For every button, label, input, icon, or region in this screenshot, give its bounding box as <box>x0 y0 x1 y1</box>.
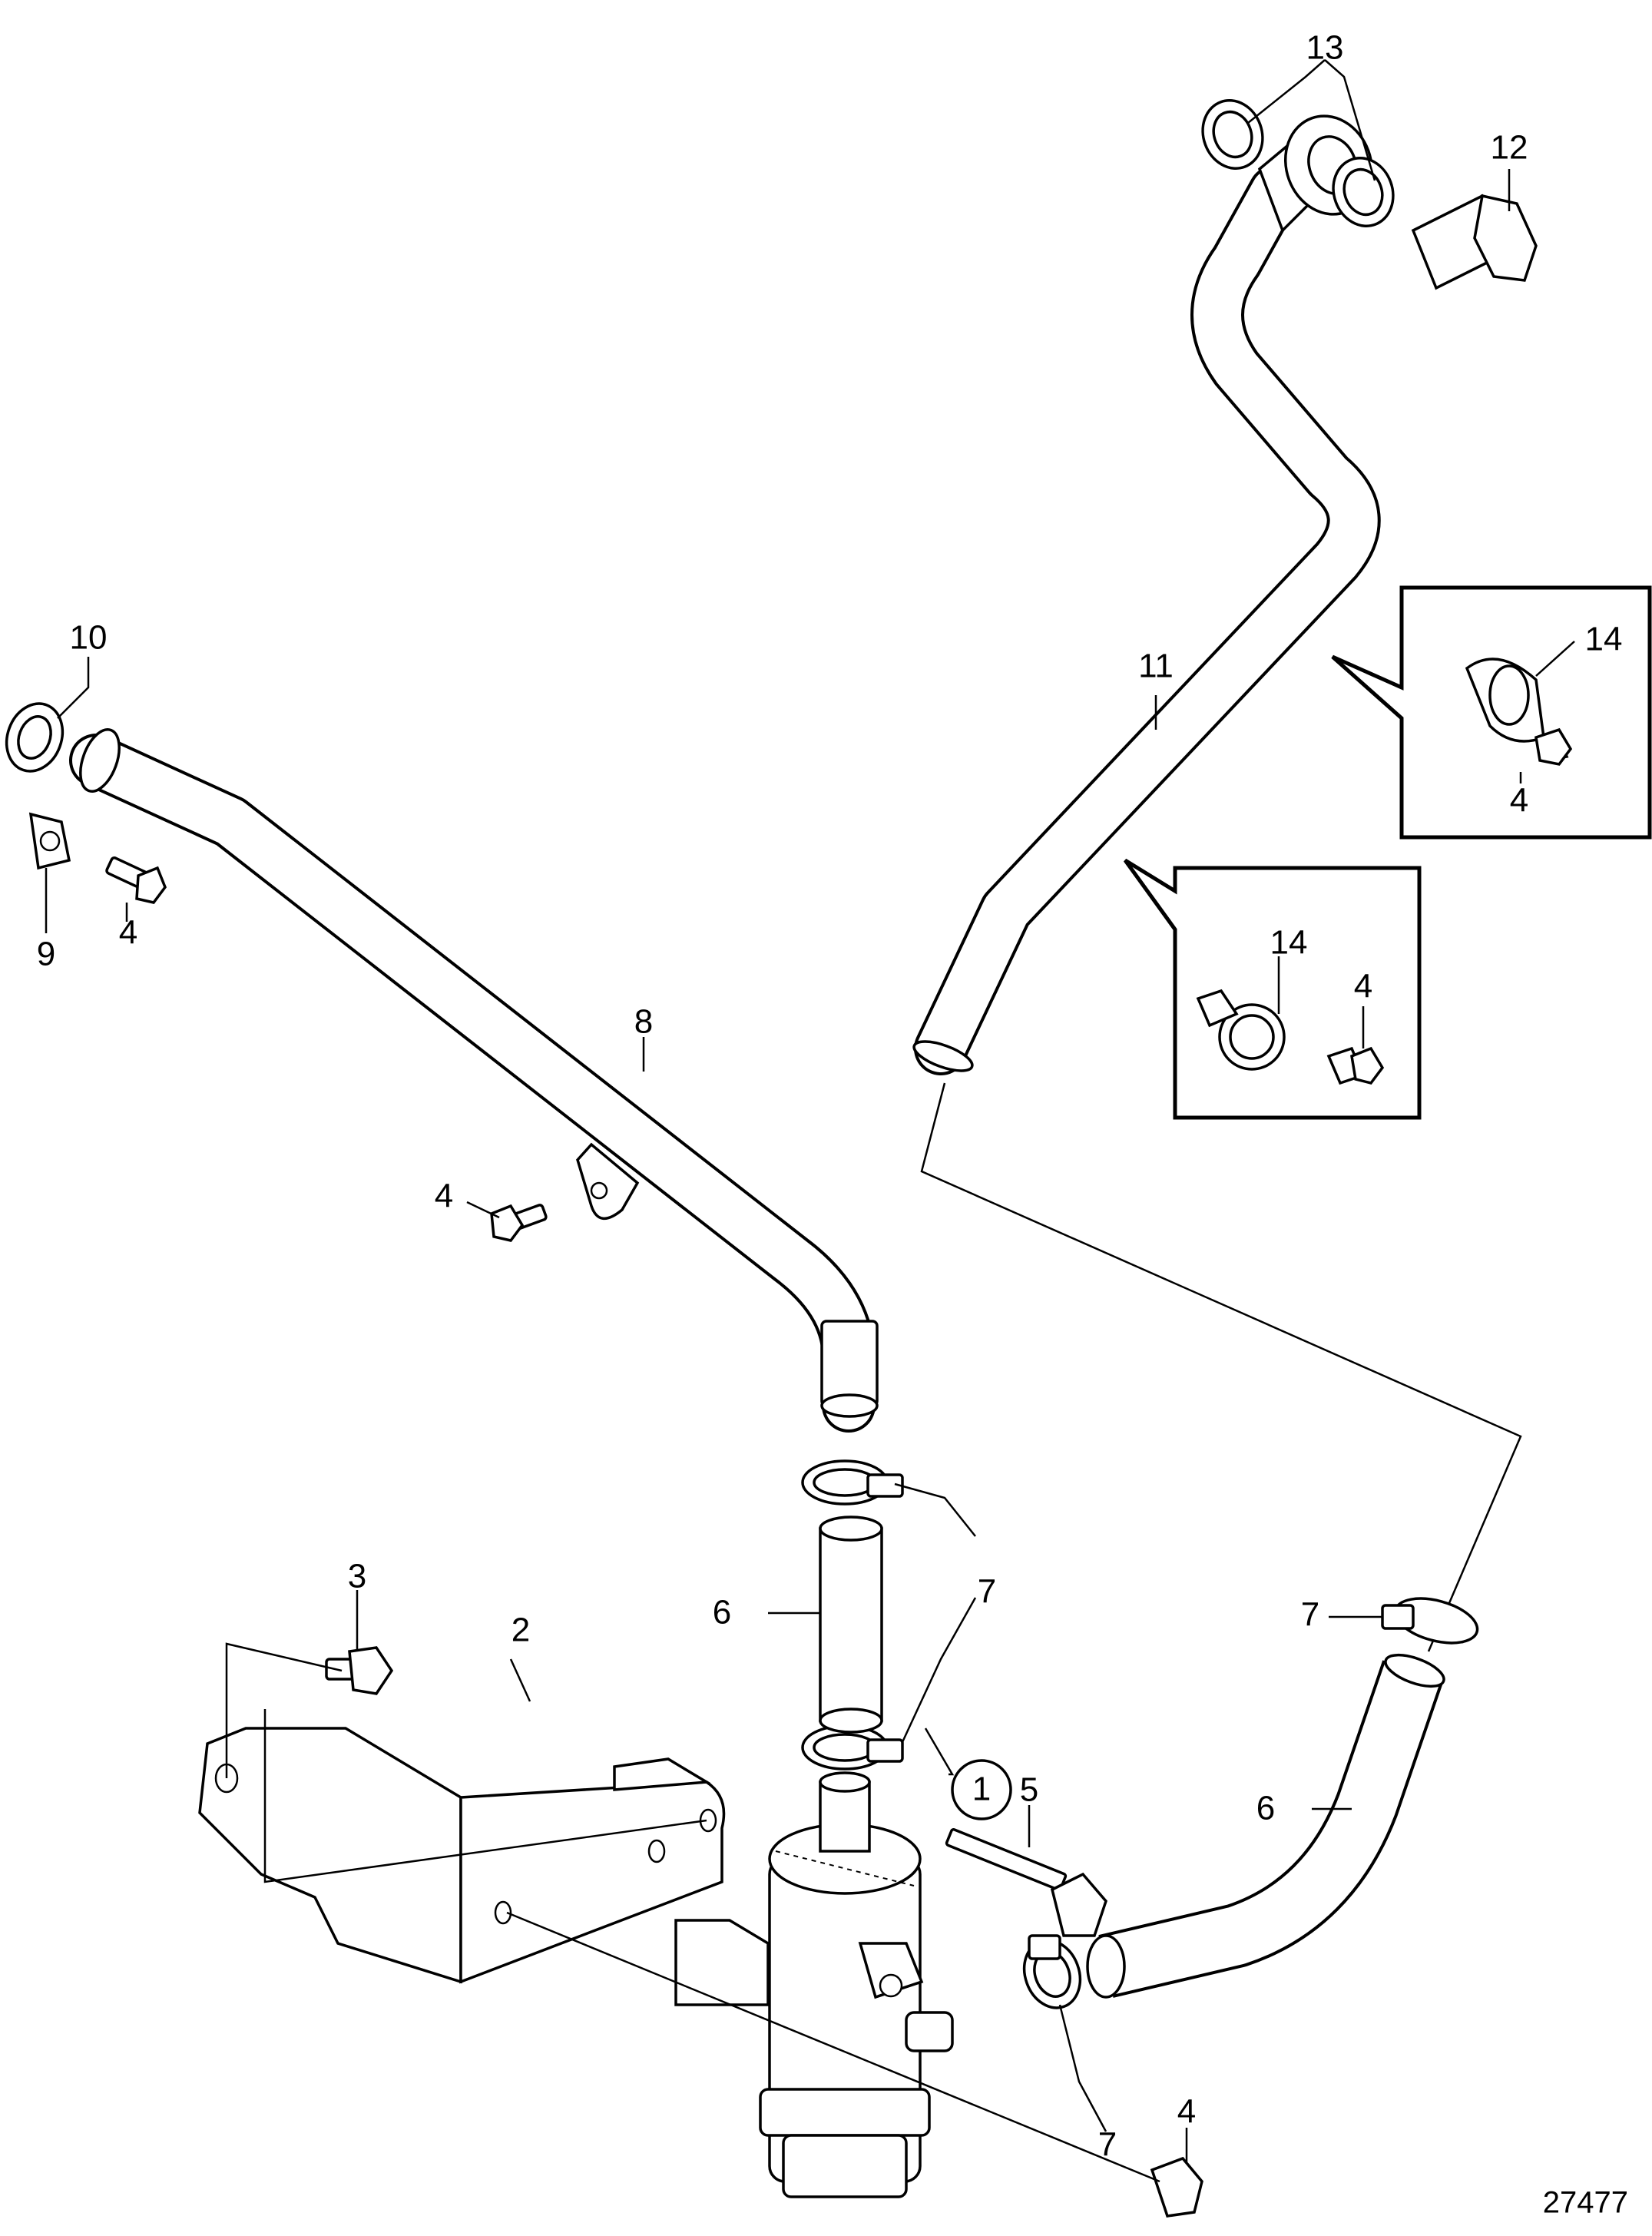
callout-11: 11 <box>1138 648 1174 685</box>
callout-14-inset-top: 14 <box>1585 621 1623 658</box>
callout-3: 3 <box>348 1558 366 1595</box>
callout-10: 10 <box>70 619 108 657</box>
callout-2: 2 <box>511 1612 530 1649</box>
callout-12: 12 <box>1491 129 1528 167</box>
seal-ring-13-right <box>1332 157 1395 227</box>
connection-line-11-6 <box>920 1082 1522 1652</box>
callout-13: 13 <box>1306 29 1344 67</box>
inset-box-bottom <box>1123 858 1422 1120</box>
main-unit-1 <box>674 1771 954 2198</box>
callout-6-right: 6 <box>1256 1790 1275 1827</box>
bolt-4-bottom <box>1150 2156 1203 2218</box>
callout-4-inset-bottom: 4 <box>1354 968 1372 1005</box>
bolt-4-inset-top <box>1534 727 1573 766</box>
pipe-8 <box>69 728 879 1433</box>
bolt-4-upper-left <box>105 856 167 904</box>
bolt-4-mid <box>490 1204 548 1242</box>
callout-1: 1 <box>972 1771 991 1808</box>
hose-clamp-7-mid <box>801 1724 904 1771</box>
callout-8: 8 <box>634 1003 653 1041</box>
figure-number: 27477 <box>1543 2186 1628 2220</box>
pipe-11 <box>912 165 1381 1075</box>
callout-9: 9 <box>37 936 55 973</box>
callout-5: 5 <box>1020 1771 1038 1809</box>
leader-lines <box>45 59 1575 2183</box>
hose-6-curved <box>1086 1653 1445 1999</box>
callout-7-bottom: 7 <box>1098 2126 1117 2164</box>
inset-box-top <box>1331 585 1652 840</box>
callout-4-mid: 4 <box>435 1178 453 1215</box>
callout-7-right: 7 <box>1301 1596 1319 1634</box>
callout-4-bottom: 4 <box>1177 2093 1196 2131</box>
seal-ring-13-left <box>1201 99 1264 170</box>
callout-4-upper-left: 4 <box>119 914 137 952</box>
banjo-bolt-12 <box>1411 194 1538 290</box>
hose-clamp-7-top <box>801 1459 904 1506</box>
callout-6-left: 6 <box>713 1594 731 1631</box>
clip-9 <box>28 812 71 870</box>
callout-circle-1 <box>951 1759 1012 1820</box>
bolt-4-inset-bottom <box>1350 1046 1385 1085</box>
hose-clamp-7-bottom <box>1022 1934 1082 2009</box>
hose-6-straight <box>819 1516 883 1734</box>
callout-14-inset-bottom: 14 <box>1270 924 1308 962</box>
callout-4-inset-top: 4 <box>1510 782 1528 820</box>
bolt-3 <box>325 1646 394 1695</box>
callout-7-top: 7 <box>978 1573 996 1611</box>
seal-ring-10 <box>5 702 65 773</box>
bolt-5 <box>945 1827 1107 1937</box>
hose-clamp-7-right <box>1381 1597 1479 1645</box>
